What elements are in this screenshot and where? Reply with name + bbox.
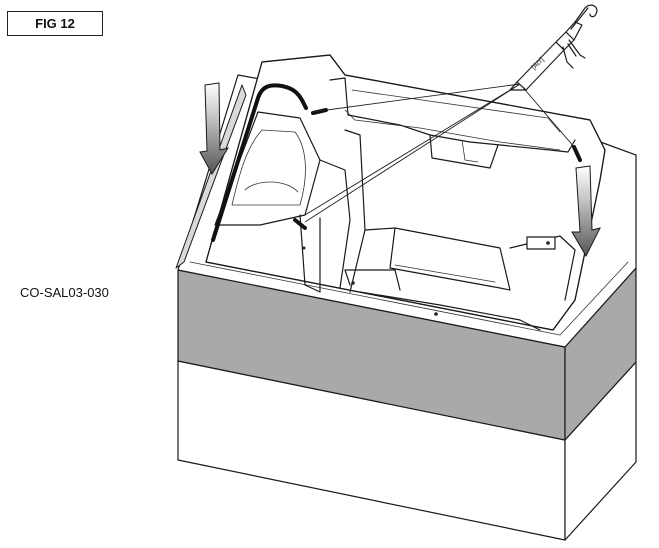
caulking-gun: [Acr] (509, 4, 598, 91)
figure-label: FIG 12 (7, 11, 103, 36)
press-down-arrow-right (571, 165, 601, 258)
tub-shell (205, 54, 606, 331)
press-down-arrow-left (199, 82, 230, 175)
application-guide-lines (304, 83, 576, 223)
reference-code: CO-SAL03-030 (20, 285, 109, 300)
